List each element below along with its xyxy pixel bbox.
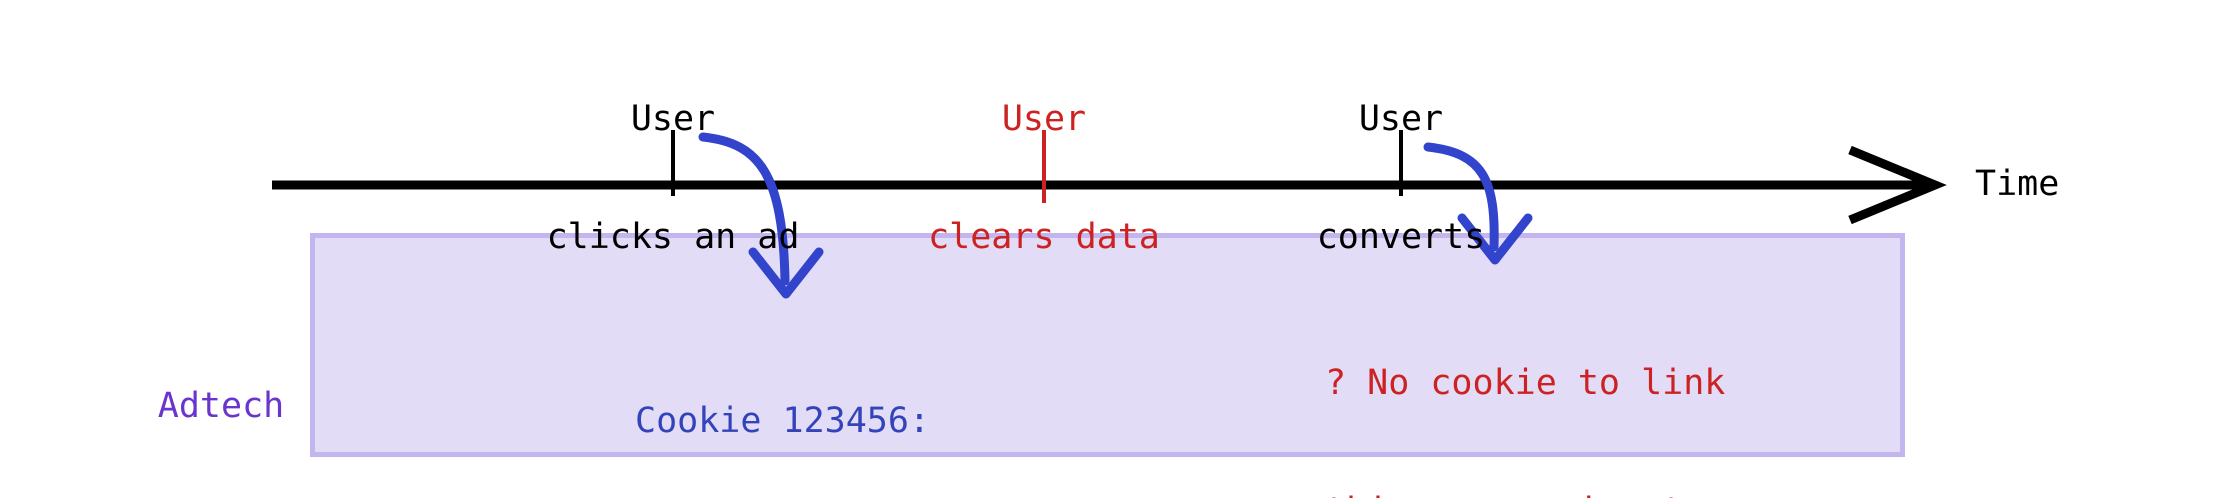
cookie-note-line1: Cookie 123456:: [635, 401, 931, 442]
click-to-cookie-arrow: [698, 132, 790, 286]
adtech-server-lane: [310, 233, 1905, 457]
no-cookie-warning-note: ? No cookie to link this conversion to ⇒…: [1325, 277, 1725, 498]
event-label-line1: User: [1358, 99, 1444, 140]
convert-to-note-arrowhead: [1457, 213, 1533, 265]
no-cookie-note-line1: ? No cookie to link: [1325, 363, 1726, 404]
event-label-line2: clicks an ad: [546, 216, 800, 257]
timeline-axis-label: Time: [1975, 164, 2060, 204]
event-label-user-converts: User converts: [1171, 22, 1631, 336]
convert-to-note-arrow: [1423, 142, 1499, 252]
event-label-line1: User: [630, 99, 716, 140]
timeline-arrowhead: [1848, 145, 1947, 225]
event-label-user-clicks-ad: User clicks an ad: [443, 22, 903, 336]
adtech-server-label-line1: Adtech: [157, 385, 285, 426]
click-to-cookie-arrowhead: [748, 247, 824, 299]
event-label-line2: clears data: [928, 216, 1160, 257]
cookie-logged-note: Cookie 123456: Ad clicked: [635, 315, 930, 498]
no-cookie-note-line2: this conversion to: [1325, 490, 1725, 498]
event-label-user-clears-data: User clears data: [814, 22, 1274, 336]
event-label-line2: converts: [1316, 216, 1486, 257]
adtech-server-label: Adtech server: [136, 297, 306, 498]
event-label-line1: User: [1001, 99, 1087, 140]
